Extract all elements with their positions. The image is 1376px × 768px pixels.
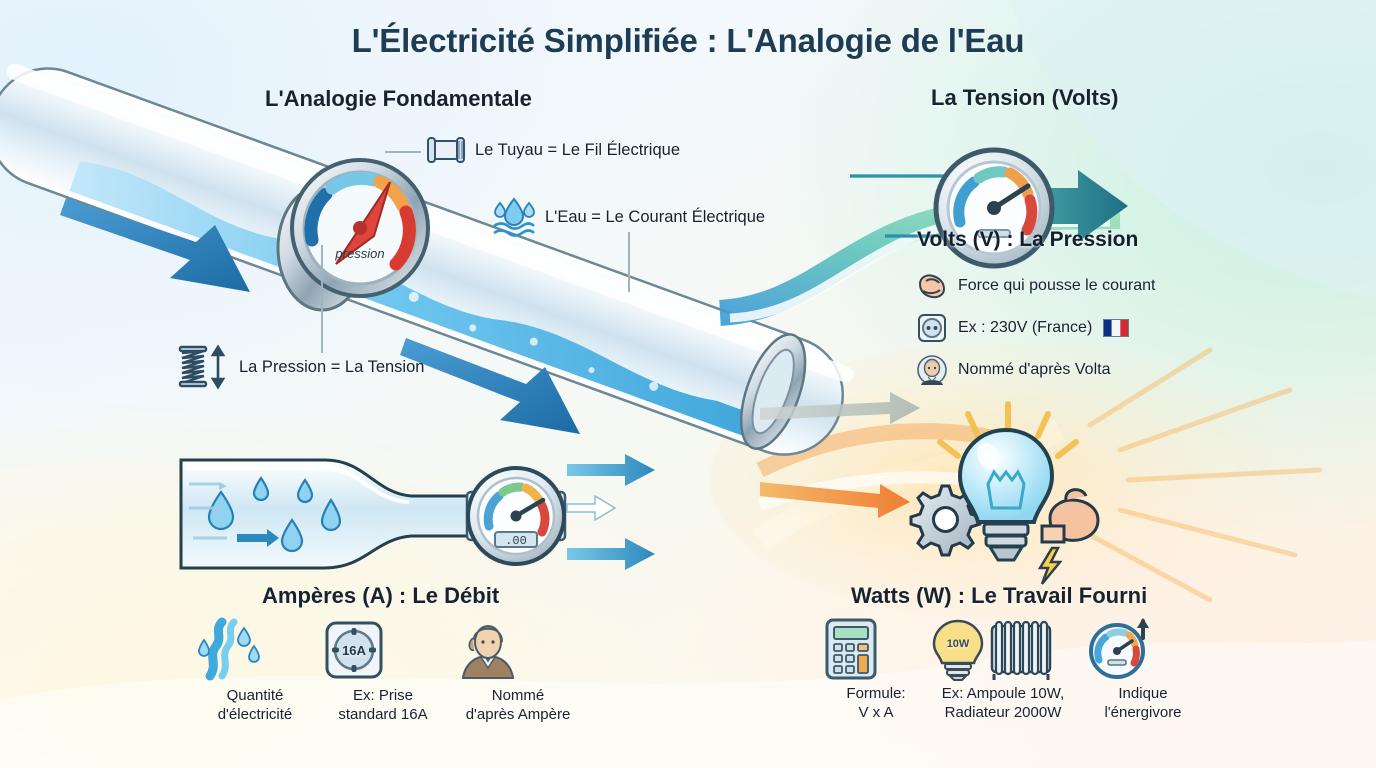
- tension-bullet-volta: Nommé d'après Volta: [917, 355, 1110, 385]
- watts-illustration: [909, 401, 1100, 585]
- gauge-label: pression: [334, 246, 384, 261]
- watts-feature-formula-label: Formule: V x A: [846, 685, 906, 722]
- energy-gauge-icon: [1088, 618, 1198, 680]
- amperes-feature-socket: 16A Ex: Prise standard 16A: [324, 620, 442, 724]
- flow-meter-reading: .00: [505, 534, 527, 548]
- leader-line-water: [628, 232, 630, 292]
- annotation-pressure-label: La Pression = La Tension: [239, 357, 425, 376]
- amperes-feature-quantity-label: Quantité d'électricité: [217, 687, 293, 724]
- watts-feature-indicator: Indique l'énergivore: [1088, 618, 1198, 722]
- volta-portrait-icon: [917, 355, 947, 385]
- tension-heading: La Tension (Volts): [931, 85, 1119, 110]
- amperes-feature-ampere: Nommé d'après Ampère: [459, 620, 577, 724]
- pipe-icon: [427, 137, 465, 163]
- small-bulb: 10W: [932, 619, 984, 681]
- calculator-icon: [824, 618, 928, 680]
- page-title: L'Électricité Simplifiée : L'Analogie de…: [351, 22, 1025, 59]
- watts-feature-indicator-label: Indique l'énergivore: [1104, 685, 1182, 722]
- watts-flow-arrows: [760, 392, 920, 518]
- water-stream-drops-icon: [196, 617, 314, 682]
- watts-feature-formula: Formule: V x A: [824, 618, 928, 722]
- annotation-water-label: L'Eau = Le Courant Électrique: [545, 207, 766, 226]
- french-flag-icon: [1103, 319, 1130, 337]
- amperes-flow-illustration: .00: [179, 454, 655, 570]
- spring-arrow-icon: [178, 344, 226, 390]
- tension-bullet-example: Ex : 230V (France): [917, 313, 1130, 343]
- socket-badge: 16A: [342, 643, 366, 658]
- main-pipe-illustration: pression: [0, 63, 854, 456]
- gear-icon: [909, 484, 982, 557]
- annotation-water: L'Eau = Le Courant Électrique: [492, 197, 765, 237]
- water-drops-icon: [493, 197, 535, 237]
- flow-meter: .00: [466, 466, 566, 566]
- tension-flow-illustration: [718, 147, 1128, 326]
- up-arrow-icon: [1137, 618, 1149, 640]
- amperes-feature-socket-label: Ex: Prise standard 16A: [338, 687, 428, 724]
- tension-bullet-force-label: Force qui pousse le courant: [958, 277, 1156, 294]
- bicep-strength-icon: [1040, 488, 1100, 544]
- pipe-flow-arrow-left: [60, 198, 250, 292]
- watts-feature-example-label: Ex: Ampoule 10W, Radiateur 2000W: [941, 685, 1065, 722]
- tension-bullet-force: Force qui pousse le courant: [917, 272, 1155, 300]
- leader-line-pipe: [385, 151, 421, 153]
- radiator-icon: [990, 620, 1052, 680]
- bulb-wattage-badge: 10W: [947, 638, 970, 650]
- annotation-pipe: Le Tuyau = Le Fil Électrique: [426, 137, 680, 163]
- watts-heading: Watts (W) : Le Travail Fourni: [851, 583, 1148, 608]
- light-bulb-icon: [957, 427, 1055, 562]
- annotation-pressure: La Pression = La Tension: [178, 344, 425, 390]
- bicep-icon: [918, 274, 946, 299]
- pipe-flow-arrow-right: [400, 338, 580, 434]
- power-socket-icon: [918, 314, 946, 342]
- socket-16a-icon: 16A: [324, 620, 442, 682]
- tension-bullet-volta-label: Nommé d'après Volta: [958, 361, 1111, 378]
- ampere-portrait-icon: [459, 620, 577, 682]
- bulb-radiator-icon: 10W: [928, 618, 1078, 681]
- fundamental-heading: L'Analogie Fondamentale: [265, 86, 532, 111]
- watts-feature-example: 10W Ex: Ampoule: [928, 618, 1078, 722]
- voltage-gauge: [933, 147, 1055, 269]
- amperes-feature-ampere-label: Nommé d'après Ampère: [465, 687, 571, 724]
- lightning-bolt-icon: [1037, 546, 1063, 585]
- amperes-heading: Ampères (A) : Le Débit: [262, 583, 500, 608]
- tension-bullet-example-label: Ex : 230V (France): [958, 319, 1093, 336]
- leader-line-gauge: [321, 245, 323, 353]
- amperes-feature-quantity: Quantité d'électricité: [196, 617, 314, 724]
- tension-subheading: Volts (V) : La Pression: [917, 228, 1139, 251]
- annotation-pipe-label: Le Tuyau = Le Fil Électrique: [475, 140, 680, 159]
